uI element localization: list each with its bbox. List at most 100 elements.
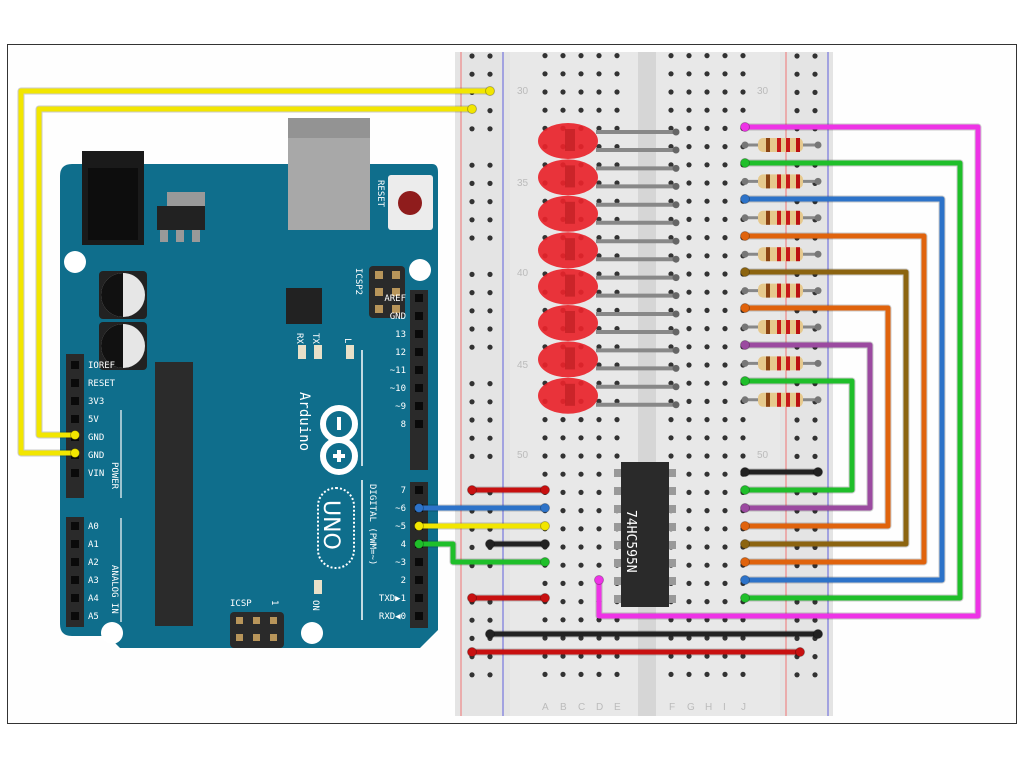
resistor-lead-end — [814, 287, 822, 295]
breadboard-hole — [596, 307, 602, 313]
breadboard-hole — [578, 580, 584, 587]
breadboard-hole — [596, 671, 602, 678]
digital-header-high — [410, 290, 428, 470]
breadboard-hole — [542, 71, 548, 77]
rail-hole — [469, 344, 475, 350]
pin-label-digital: 8 — [401, 420, 406, 430]
breadboard-hole — [614, 235, 620, 241]
rail-hole — [487, 162, 493, 168]
breadboard-hole — [596, 216, 602, 222]
breadboard-hole — [596, 508, 602, 514]
led-leg-end — [672, 128, 680, 136]
breadboard-hole — [686, 235, 692, 241]
rail-hole — [487, 617, 493, 623]
breadboard-hole — [668, 307, 674, 313]
reset-button-cap[interactable] — [398, 191, 422, 215]
breadboard-hole — [614, 53, 620, 59]
chip-pin — [668, 469, 676, 477]
breadboard-hole — [668, 671, 674, 678]
breadboard-hole — [686, 635, 692, 641]
breadboard-hole — [614, 162, 620, 168]
breadboard-hole — [722, 307, 728, 313]
breadboard-hole — [578, 508, 584, 514]
led-leg-end — [672, 237, 680, 245]
wire-q2-blue-end — [740, 194, 750, 204]
breadboard-hole — [704, 453, 710, 459]
rx-label: RX — [294, 333, 304, 344]
board-pcb — [60, 164, 438, 648]
breadboard-hole — [668, 362, 674, 368]
wire-q-magenta-end — [594, 575, 604, 585]
wire-vcc-red-end — [467, 593, 477, 603]
pin-label-digital: ~10 — [390, 384, 406, 394]
breadboard-hole — [596, 326, 602, 332]
breadboard-hole — [722, 471, 728, 477]
breadboard-hole — [668, 144, 674, 150]
breadboard-hole — [596, 198, 602, 204]
led — [538, 341, 680, 378]
wire-pin5-yellow-end — [540, 521, 550, 531]
chip-pin — [668, 595, 676, 603]
header-pin — [415, 594, 423, 602]
regulator-pin — [192, 230, 200, 242]
breadboard-hole — [542, 580, 548, 587]
resistor-band — [777, 210, 781, 225]
breadboard-hole — [596, 398, 602, 404]
breadboard-hole — [560, 508, 566, 514]
breadboard-hole — [614, 289, 620, 295]
breadboard-hole — [722, 289, 728, 295]
chip-pin — [614, 523, 622, 531]
breadboard-hole — [578, 544, 584, 550]
rail-hole — [794, 617, 800, 623]
breadboard-hole — [704, 307, 710, 313]
header-pin — [415, 558, 423, 566]
digital-header-low — [410, 482, 428, 628]
pin-label-digital: 12 — [395, 348, 406, 358]
pin-label-digital: GND — [390, 312, 406, 322]
breadboard-hole — [614, 89, 620, 95]
wire-q7-green — [742, 378, 855, 493]
resistor-lead-end — [741, 287, 749, 295]
breadboard-hole — [668, 344, 674, 350]
chip-pin — [614, 541, 622, 549]
arduino-uno-board: RESET ICSP2 RX — [60, 118, 438, 648]
resistor-band — [777, 356, 781, 371]
voltage-regulator-tab — [167, 192, 205, 206]
resistor-band — [796, 320, 800, 334]
pin-label-analog: A5 — [88, 612, 99, 622]
mounting-hole — [64, 251, 86, 273]
breadboard-hole — [722, 53, 728, 59]
breadboard-hole — [578, 453, 584, 459]
led-leg-end — [672, 346, 680, 354]
breadboard-hole — [596, 53, 602, 59]
breadboard-hole — [596, 435, 602, 441]
column-label: I — [723, 702, 726, 713]
breadboard-hole — [668, 216, 674, 222]
breadboard-hole — [614, 653, 620, 659]
header-pin — [415, 576, 423, 584]
breadboard-hole — [596, 489, 602, 495]
breadboard-hole — [614, 362, 620, 368]
pin-label-digital: ~11 — [390, 366, 406, 376]
breadboard-hole — [686, 253, 692, 259]
header-pin — [71, 558, 79, 566]
header-pin — [71, 540, 79, 548]
rail-hole — [487, 180, 493, 186]
header-pin — [71, 361, 79, 369]
rx-led — [298, 345, 306, 359]
header-pin — [415, 312, 423, 320]
breadboard-hole — [560, 599, 566, 605]
rail-hole — [469, 162, 475, 168]
wire-gnd-black-end — [813, 467, 823, 477]
breadboard-hole — [704, 216, 710, 222]
resistor-lead-end — [814, 141, 822, 149]
breadboard-hole — [686, 307, 692, 313]
resistor-array — [741, 138, 822, 407]
breadboard-hole — [578, 635, 584, 641]
wire-q5-orange — [742, 305, 891, 529]
wire-gnd-black-end — [540, 539, 550, 549]
breadboard-hole — [560, 417, 566, 423]
resistor-band — [786, 283, 790, 298]
breadboard-hole — [560, 671, 566, 678]
breadboard-hole — [614, 671, 620, 678]
